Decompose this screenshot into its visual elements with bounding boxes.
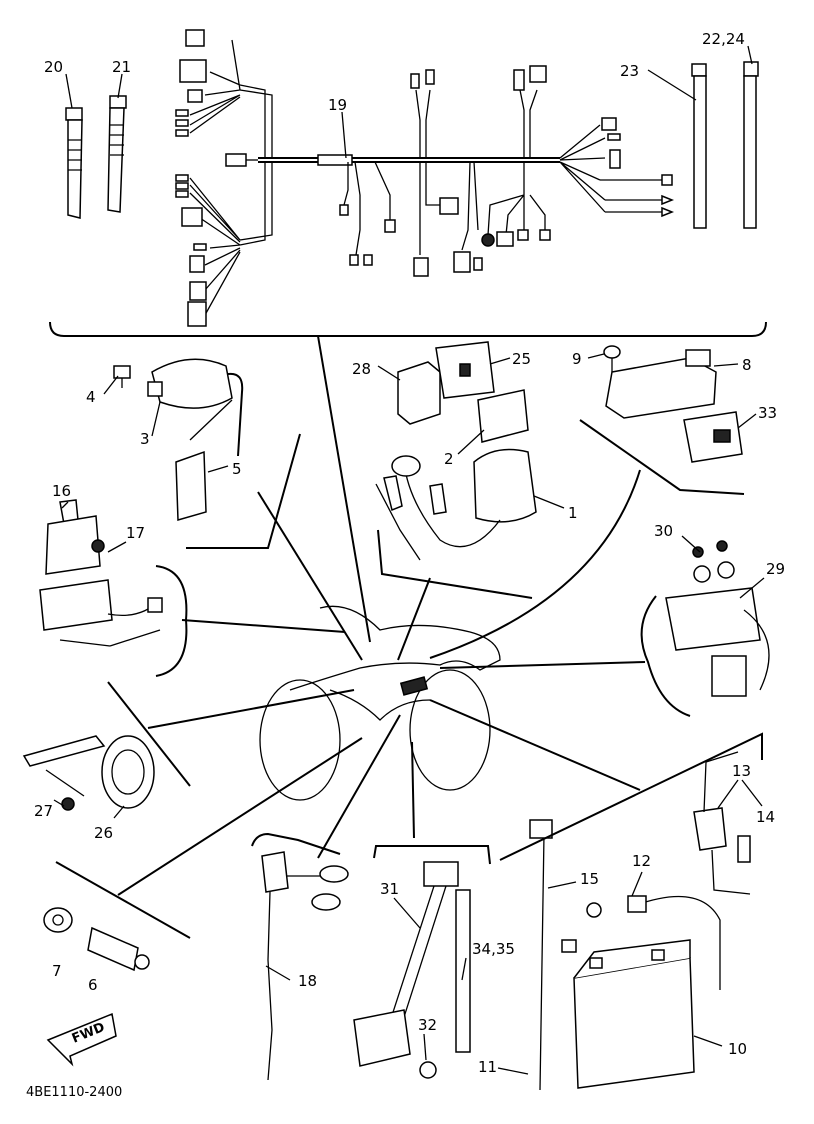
- relay-28: [397, 361, 441, 425]
- group-bracket-switch: [155, 565, 188, 677]
- lead-18: [261, 851, 349, 1081]
- band-22-24: [743, 61, 759, 229]
- callout-13: 13: [732, 762, 751, 780]
- callout-9: 9: [572, 350, 582, 368]
- callout-15: 15: [580, 870, 599, 888]
- washer-7: [43, 907, 73, 933]
- callout-19: 19: [328, 96, 347, 114]
- battery-10: [573, 939, 695, 1089]
- cable-tie-20: [65, 107, 83, 219]
- callout-32: 32: [418, 1016, 437, 1034]
- callout-22-24: 22,24: [702, 30, 745, 48]
- callout-18: 18: [298, 972, 317, 990]
- callout-14: 14: [756, 808, 775, 826]
- callout-10: 10: [728, 1040, 747, 1058]
- group-bracket-sensor: [55, 861, 191, 939]
- main-switch-16: [39, 499, 163, 647]
- rectifier-8: [603, 345, 717, 419]
- callout-5: 5: [232, 460, 242, 478]
- starter-relay-29: [665, 561, 770, 697]
- drawing-code: 4BE1110-2400: [26, 1085, 122, 1100]
- callout-34-35: 34,35: [472, 940, 515, 958]
- battery-leads: [529, 819, 721, 1091]
- callout-23: 23: [620, 62, 639, 80]
- callout-21: 21: [112, 58, 131, 76]
- callout-20: 20: [44, 58, 63, 76]
- band-23: [691, 63, 707, 229]
- relay-25: [435, 341, 495, 399]
- switch-6: [87, 926, 150, 972]
- group-bracket-rectifier: [579, 419, 745, 495]
- group-bracket-relays: [377, 529, 533, 599]
- callout-16: 16: [52, 482, 71, 500]
- callout-31: 31: [380, 880, 399, 898]
- horn-26: [22, 735, 155, 811]
- cable-tie-21: [107, 95, 127, 213]
- callout-8: 8: [742, 356, 752, 374]
- group-bracket-coil: [186, 433, 301, 549]
- callout-12: 12: [632, 852, 651, 870]
- harness-bracket: [49, 321, 767, 337]
- callout-26: 26: [94, 824, 113, 842]
- callout-30: 30: [654, 522, 673, 540]
- group-bracket-battery: [499, 732, 763, 861]
- group-bracket-relay29: [640, 595, 691, 717]
- group-bracket-sensor31: [373, 845, 491, 865]
- fuse-holder-13: [693, 751, 751, 895]
- callout-leaders: [53, 45, 765, 1075]
- callout-17: 17: [126, 524, 145, 542]
- group-bracket-lead: [251, 832, 341, 855]
- callout-2: 2: [444, 450, 454, 468]
- group-bracket-horn: [107, 681, 191, 787]
- callout-1: 1: [568, 504, 578, 522]
- motorcycle-outline: [259, 605, 501, 801]
- unit-1: [375, 448, 537, 561]
- callout-11: 11: [478, 1058, 497, 1076]
- relay-33: [683, 411, 743, 463]
- callout-25: 25: [512, 350, 531, 368]
- callout-33: 33: [758, 404, 777, 422]
- callout-28: 28: [352, 360, 371, 378]
- callout-labels: 20 21 19 22,24 23 4 3 5 28 25 2 1 9 8 33…: [34, 30, 785, 1076]
- leader-lines: [117, 335, 646, 896]
- callout-27: 27: [34, 802, 53, 820]
- callout-3: 3: [140, 430, 150, 448]
- callout-7: 7: [52, 962, 62, 980]
- wire-harness: [175, 29, 675, 327]
- ignition-coil: [113, 358, 244, 521]
- sensor-31: [353, 861, 459, 1079]
- nuts-30: [692, 540, 728, 558]
- fwd-arrow: FWD: [46, 1012, 117, 1067]
- callout-6: 6: [88, 976, 98, 994]
- callout-29: 29: [766, 560, 785, 578]
- connector-2: [477, 389, 529, 443]
- callout-4: 4: [86, 388, 96, 406]
